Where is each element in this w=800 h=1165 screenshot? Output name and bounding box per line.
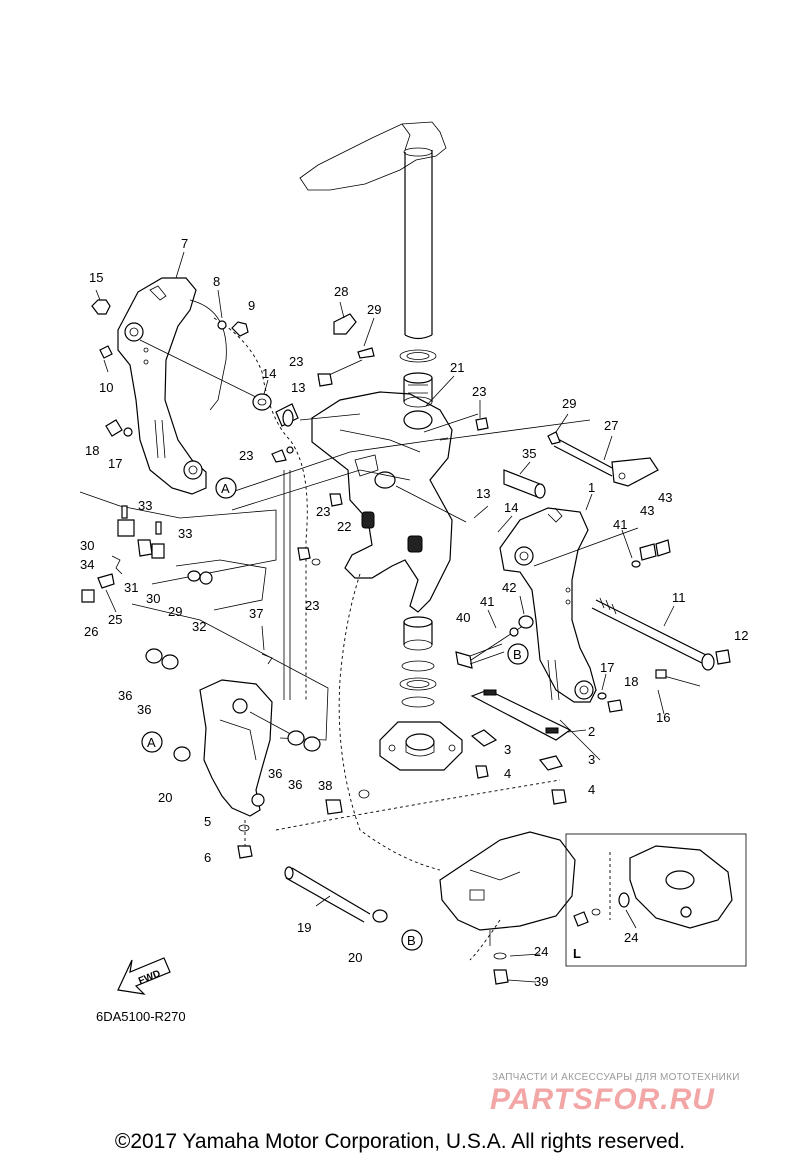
callout-33: 33 <box>178 526 192 541</box>
callout-37: 37 <box>249 606 263 621</box>
inset-label: L <box>573 946 581 961</box>
callout-17: 17 <box>600 660 614 675</box>
callout-20: 20 <box>348 950 362 965</box>
callout-38: 38 <box>318 778 332 793</box>
marker-b: B <box>407 933 416 948</box>
callout-41: 41 <box>613 517 627 532</box>
callout-18: 18 <box>85 443 99 458</box>
callout-29: 29 <box>168 604 182 619</box>
callout-43: 43 <box>658 490 672 505</box>
callout-36: 36 <box>268 766 282 781</box>
callout-39: 39 <box>534 974 548 989</box>
callout-15: 15 <box>89 270 103 285</box>
callout-21: 21 <box>450 360 464 375</box>
callout-9: 9 <box>248 298 255 313</box>
watermark-logo: PARTSFOR.RU <box>490 1083 715 1116</box>
callout-22: 22 <box>337 519 351 534</box>
callout-36: 36 <box>137 702 151 717</box>
marker-a: A <box>221 481 230 496</box>
clamp-bracket-left <box>117 277 227 495</box>
callout-32: 32 <box>192 619 206 634</box>
callout-3: 3 <box>588 752 595 767</box>
callout-19: 19 <box>297 920 311 935</box>
exploded-frames <box>79 419 591 741</box>
lower-bushings <box>399 616 437 708</box>
clamp-bracket-right <box>499 507 597 703</box>
marker-b: B <box>513 647 522 662</box>
callout-41: 41 <box>480 594 494 609</box>
fasteners <box>81 299 731 985</box>
callout-13: 13 <box>291 380 305 395</box>
callout-18: 18 <box>624 674 638 689</box>
callout-10: 10 <box>99 380 113 395</box>
callout-28: 28 <box>334 284 348 299</box>
inset-detail <box>565 833 747 967</box>
callout-6: 6 <box>204 850 211 865</box>
copyright-notice: ©2017 Yamaha Motor Corporation, U.S.A. A… <box>114 1130 686 1153</box>
callout-5: 5 <box>204 814 211 829</box>
tilt-tube <box>591 597 715 671</box>
callout-43: 43 <box>640 503 654 518</box>
callout-23: 23 <box>472 384 486 399</box>
callout-24: 24 <box>624 930 638 945</box>
callout-36: 36 <box>288 777 302 792</box>
callout-4: 4 <box>504 766 511 781</box>
callout-14: 14 <box>504 500 518 515</box>
callout-23: 23 <box>316 504 330 519</box>
tube-19 <box>284 866 388 923</box>
callout-4: 4 <box>588 782 595 797</box>
callout-8: 8 <box>213 274 220 289</box>
callout-35: 35 <box>522 446 536 461</box>
callout-26: 26 <box>84 624 98 639</box>
callout-leaders <box>95 251 675 983</box>
steering-arm <box>299 121 447 340</box>
callout-16: 16 <box>656 710 670 725</box>
steering-bushings <box>399 349 437 408</box>
callout-23: 23 <box>289 354 303 369</box>
callout-24: 24 <box>534 944 548 959</box>
tilt-lock-rod <box>553 437 659 487</box>
lower-unit <box>439 831 576 946</box>
watermark-subtitle: ЗАПЧАСТИ И АКСЕССУАРЫ ДЛЯ МОТОТЕХНИКИ <box>492 1072 740 1083</box>
lower-mount-plate <box>379 721 463 771</box>
callout-34: 34 <box>80 557 94 572</box>
fwd-arrow <box>117 957 171 995</box>
callout-27: 27 <box>604 418 618 433</box>
callout-30: 30 <box>146 591 160 606</box>
callout-31: 31 <box>124 580 138 595</box>
callout-14: 14 <box>262 366 276 381</box>
callout-1: 1 <box>588 480 595 495</box>
callout-33: 33 <box>138 498 152 513</box>
marker-letter-text: A B A B <box>147 481 522 948</box>
callout-labels: 7 15 8 9 10 14 23 13 28 29 21 23 29 27 1… <box>80 236 748 989</box>
callout-2: 2 <box>588 724 595 739</box>
tilt-stopper-bolt <box>655 669 701 687</box>
callout-25: 25 <box>108 612 122 627</box>
callout-13: 13 <box>476 486 490 501</box>
swivel-bracket <box>311 391 453 613</box>
callout-40: 40 <box>456 610 470 625</box>
callout-29: 29 <box>367 302 381 317</box>
pin-35 <box>503 469 546 499</box>
stern-bracket-lower <box>199 679 273 817</box>
callout-29: 29 <box>562 396 576 411</box>
marker-a: A <box>147 735 156 750</box>
callout-3: 3 <box>504 742 511 757</box>
marker-letters <box>141 477 529 951</box>
callout-7: 7 <box>181 236 188 251</box>
callout-23: 23 <box>305 598 319 613</box>
callout-11: 11 <box>672 590 686 605</box>
guide-lines <box>139 317 639 961</box>
callout-12: 12 <box>734 628 748 643</box>
callout-20: 20 <box>158 790 172 805</box>
callout-23: 23 <box>239 448 253 463</box>
callout-17: 17 <box>108 456 122 471</box>
callout-42: 42 <box>502 580 516 595</box>
callout-36: 36 <box>118 688 132 703</box>
callout-30: 30 <box>80 538 94 553</box>
diagram-code: 6DA5100-R270 <box>96 1009 186 1024</box>
